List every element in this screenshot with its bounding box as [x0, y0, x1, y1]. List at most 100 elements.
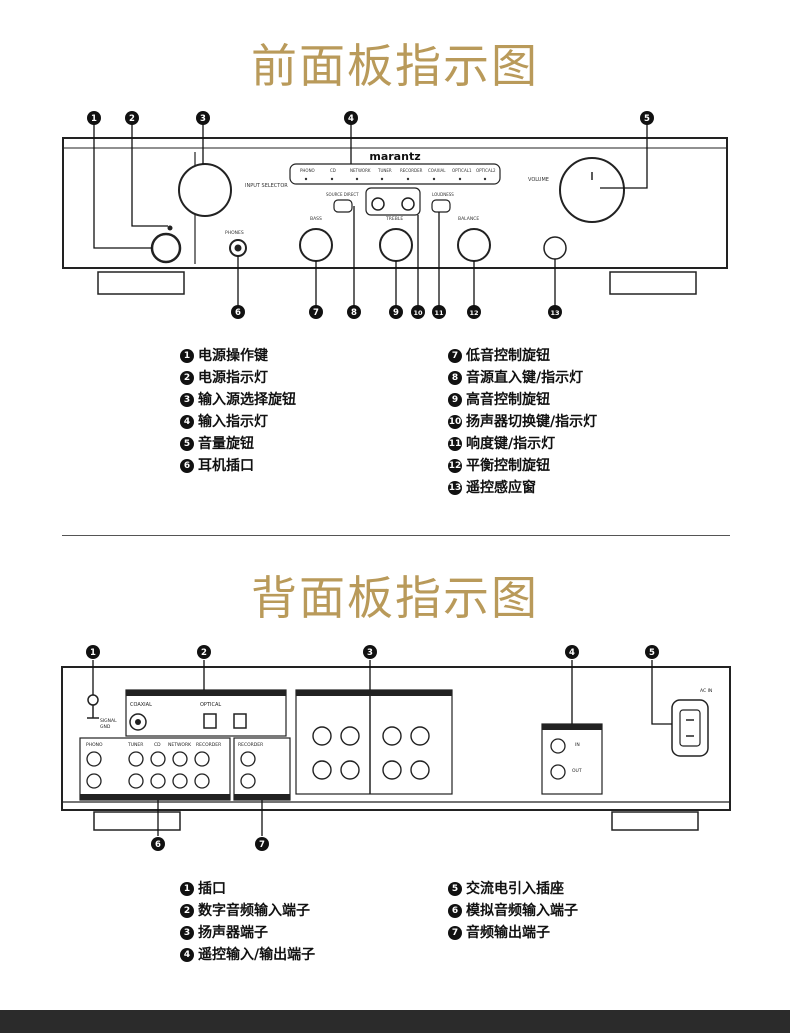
legend-number: 3 [180, 926, 194, 940]
svg-text:8: 8 [351, 308, 357, 318]
legend-number: 8 [448, 371, 462, 385]
legend-number: 1 [180, 349, 194, 363]
legend-label: 音源直入键/指示灯 [466, 370, 584, 386]
recorder-out-l[interactable] [240, 751, 256, 767]
svg-text:6: 6 [235, 308, 241, 318]
svg-text:12: 12 [469, 309, 478, 317]
svg-text:BASS: BASS [310, 216, 322, 222]
brand-logo: marantz [369, 150, 420, 163]
digital-audio-in-block [125, 689, 287, 737]
optical-input-2[interactable] [233, 713, 247, 729]
svg-text:VOLUME: VOLUME [528, 177, 549, 183]
callout-marker: 2 [197, 645, 211, 659]
section-divider [62, 535, 730, 536]
legend-number: 5 [180, 437, 194, 451]
callout-marker: 9 [389, 305, 403, 319]
callout-marker: 6 [231, 305, 245, 319]
legend-item: 8 音源直入键/指示灯 [448, 367, 597, 389]
legend-label: 输入源选择旋钮 [198, 392, 296, 408]
callout-marker: 6 [151, 837, 165, 851]
svg-text:5: 5 [644, 114, 650, 124]
svg-text:3: 3 [367, 648, 373, 658]
signal-gnd-terminal[interactable] [87, 694, 99, 706]
power-button[interactable] [150, 232, 182, 264]
balance-knob[interactable] [457, 228, 491, 262]
svg-text:LOUDNESS: LOUDNESS [432, 192, 454, 197]
legend-number: 6 [180, 459, 194, 473]
svg-text:7: 7 [313, 308, 319, 318]
rear-panel-title: 背面板指示图 [251, 571, 539, 625]
speaker-a-button[interactable] [371, 197, 385, 211]
svg-text:13: 13 [550, 309, 559, 317]
svg-text:CD: CD [154, 742, 161, 748]
legend-number: 9 [448, 393, 462, 407]
legend-item: 3 输入源选择旋钮 [180, 389, 296, 411]
svg-text:PHONES: PHONES [225, 230, 244, 236]
legend-number: 2 [180, 371, 194, 385]
optical-input-1[interactable] [203, 713, 217, 729]
speaker-b-button[interactable] [401, 197, 415, 211]
legend-number: 1 [180, 882, 194, 896]
recorder-out-r[interactable] [240, 773, 256, 789]
volume-knob[interactable] [559, 157, 625, 223]
legend-number: 7 [448, 349, 462, 363]
svg-text:TREBLE: TREBLE [385, 216, 403, 222]
legend-item: 12 平衡控制旋钮 [448, 455, 597, 477]
svg-text:TUNER: TUNER [127, 742, 143, 748]
svg-text:SOURCE DIRECT: SOURCE DIRECT [326, 192, 359, 197]
svg-text:RECORDER: RECORDER [196, 742, 221, 748]
legend-label: 数字音频输入端子 [198, 903, 310, 919]
svg-text:COAXIAL: COAXIAL [130, 702, 152, 708]
svg-text:SIGNAL: SIGNAL [100, 718, 117, 724]
legend-label: 响度键/指示灯 [466, 436, 556, 452]
legend-number: 11 [448, 437, 462, 451]
treble-knob[interactable] [379, 228, 413, 262]
callout-marker: 3 [363, 645, 377, 659]
power-indicator [167, 225, 173, 231]
callout-marker: 3 [196, 111, 210, 125]
svg-text:4: 4 [569, 648, 575, 658]
legend-label: 电源操作键 [198, 348, 268, 364]
callout-marker: 5 [640, 111, 654, 125]
svg-text:5: 5 [649, 648, 655, 658]
callout-marker: 1 [86, 645, 100, 659]
callout-marker: 4 [344, 111, 358, 125]
svg-text:RECORDER: RECORDER [400, 168, 423, 173]
legend-number: 13 [448, 481, 462, 495]
svg-text:1: 1 [90, 648, 96, 658]
input-selector-knob[interactable] [178, 163, 232, 217]
foot-left [97, 271, 185, 295]
legend-number: 3 [180, 393, 194, 407]
svg-text:COAXIAL: COAXIAL [428, 168, 446, 173]
remote-in-jack[interactable] [550, 738, 566, 754]
loudness-button[interactable] [431, 199, 451, 213]
legend-label: 扬声器切换键/指示灯 [466, 414, 598, 430]
legend-label: 平衡控制旋钮 [466, 458, 550, 474]
legend-number: 12 [448, 459, 462, 473]
legend-label: 耳机插口 [198, 458, 254, 474]
front-panel-title: 前面板指示图 [251, 39, 539, 93]
bass-knob[interactable] [299, 228, 333, 262]
svg-text:4: 4 [348, 114, 354, 124]
remote-sensor-window [543, 236, 567, 260]
svg-text:10: 10 [413, 309, 423, 317]
remote-out-jack[interactable] [550, 764, 566, 780]
svg-text:PHONO: PHONO [300, 168, 315, 173]
svg-text:7: 7 [259, 840, 265, 850]
source-direct-button[interactable] [333, 199, 353, 213]
legend-label: 遥控感应窗 [466, 480, 536, 496]
svg-text:OUT: OUT [572, 768, 582, 774]
legend-label: 音频输出端子 [466, 925, 550, 941]
